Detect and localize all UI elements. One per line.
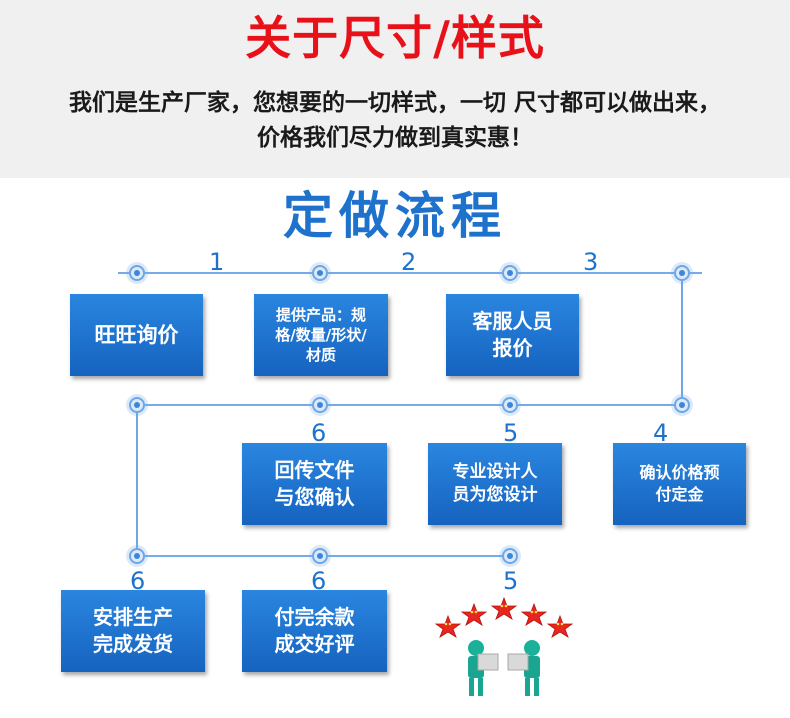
step-box-quote: 客服人员报价 xyxy=(446,294,579,376)
step-number: 3 xyxy=(583,248,599,276)
rating-stars-illustration xyxy=(434,596,574,696)
flow-title: 定做流程 xyxy=(283,187,507,245)
step-number: 2 xyxy=(401,248,417,276)
step-number: 4 xyxy=(653,419,669,447)
step-number: 5 xyxy=(503,567,519,595)
star-icon xyxy=(490,596,518,620)
person-carrying-box-icon xyxy=(468,640,499,696)
step-box-production: 安排生产完成发货 xyxy=(61,590,205,672)
step-box-design: 专业设计人员为您设计 xyxy=(428,443,562,525)
flow-node xyxy=(499,394,521,416)
star-icon xyxy=(546,614,574,638)
flow-node xyxy=(499,545,521,567)
step-number: 6 xyxy=(311,419,327,447)
star-icon xyxy=(460,602,488,626)
step-number: 6 xyxy=(311,567,327,595)
step-number: 5 xyxy=(503,419,519,447)
star-icon xyxy=(434,614,462,638)
step-box-confirm-file: 回传文件与您确认 xyxy=(242,443,387,525)
step-number: 6 xyxy=(130,567,146,595)
flow-node xyxy=(126,394,148,416)
step-box-final-payment: 付完余款成交好评 xyxy=(242,590,387,672)
flow-node xyxy=(499,262,521,284)
step-box-inquiry: 旺旺询价 xyxy=(70,294,203,376)
flow-node xyxy=(309,394,331,416)
intro-line-2: 价格我们尽力做到真实惠！ xyxy=(257,125,533,151)
intro-line-1: 我们是生产厂家，您想要的一切样式，一切 尺寸都可以做出来， xyxy=(68,90,721,116)
flow-node xyxy=(671,262,693,284)
flow-node xyxy=(126,262,148,284)
flow-node xyxy=(309,545,331,567)
star-icon xyxy=(520,602,548,626)
header-banner xyxy=(0,0,790,178)
flow-node xyxy=(309,262,331,284)
flow-node xyxy=(671,394,693,416)
flow-node xyxy=(126,545,148,567)
page-title: 关于尺寸/样式 xyxy=(245,11,545,65)
person-carrying-box-icon xyxy=(507,640,540,696)
step-box-provide-specs: 提供产品：规格/数量/形状/材质 xyxy=(254,294,388,376)
step-number: 1 xyxy=(209,248,225,276)
step-box-deposit: 确认价格预付定金 xyxy=(613,443,746,525)
